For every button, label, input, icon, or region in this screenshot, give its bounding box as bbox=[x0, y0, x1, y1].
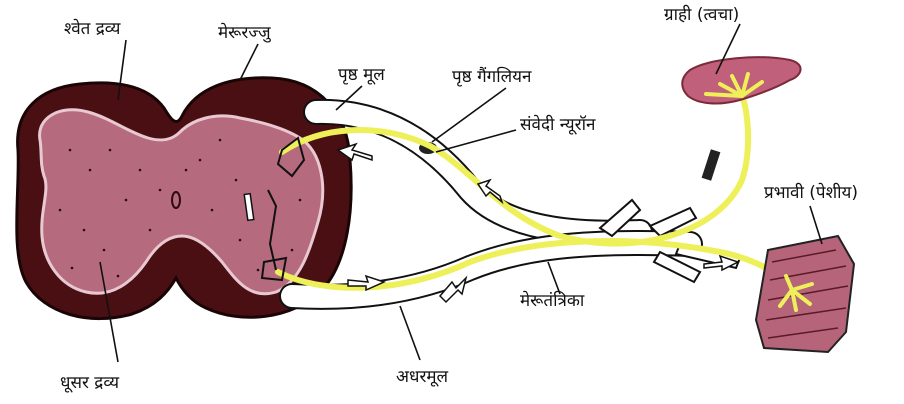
spinal-cord-label: मेरूरज्जु bbox=[218, 22, 272, 43]
dorsal-ganglion-label: पृष्ठ गैंगलियन bbox=[452, 66, 532, 87]
grey-matter-label: धूसर द्रव्य bbox=[60, 373, 119, 393]
white-matter-label: श्वेत द्रव्य bbox=[64, 18, 121, 39]
effector-label: प्रभावी (पेशीय) bbox=[764, 182, 858, 203]
ventral-root-label: अधरमूल bbox=[396, 367, 449, 387]
dorsal-root-label: पृष्ठ मूल bbox=[338, 65, 385, 85]
sensory-neuron-label: संवेदी न्यूरॉन bbox=[520, 114, 596, 135]
spinal-nerve-label: मेरूतंत्रिका bbox=[520, 290, 585, 311]
sensory-direction-arrow bbox=[702, 149, 721, 181]
receptor-label: ग्राही (त्वचा) bbox=[664, 4, 739, 25]
